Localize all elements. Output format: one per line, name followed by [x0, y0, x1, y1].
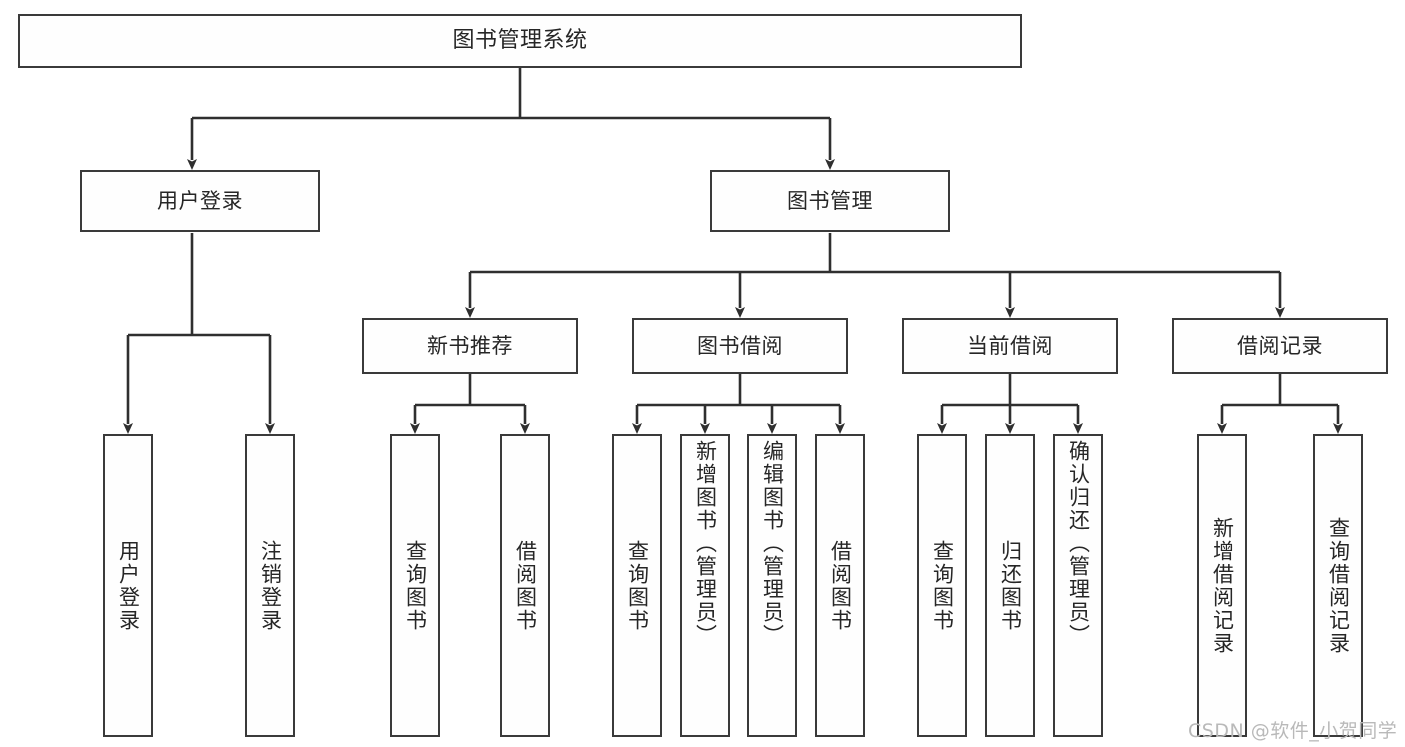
leaf-br-query-record[interactable]: 查询借阅记录: [1313, 434, 1363, 737]
node-new-book-recommend[interactable]: 新书推荐: [362, 318, 578, 374]
node-label: 归还图书: [998, 539, 1023, 632]
leaf-bb-query-book[interactable]: 查询图书: [612, 434, 662, 737]
node-label: 当前借阅: [967, 333, 1053, 358]
node-label: 借阅图书: [828, 539, 853, 632]
node-label: 图书管理: [787, 188, 873, 213]
node-label: 注销登录: [258, 539, 283, 632]
leaf-cb-query-book[interactable]: 查询图书: [917, 434, 967, 737]
node-label: 图书借阅: [697, 333, 783, 358]
node-book-management[interactable]: 图书管理: [710, 170, 950, 232]
node-label: 借阅记录: [1237, 333, 1323, 358]
leaf-bb-borrow-book[interactable]: 借阅图书: [815, 434, 865, 737]
leaf-nb-query-book[interactable]: 查询图书: [390, 434, 440, 737]
node-book-borrow[interactable]: 图书借阅: [632, 318, 848, 374]
node-label: 用户登录: [157, 188, 243, 213]
leaf-cb-confirm-return-admin[interactable]: 确认归还（管理员）: [1053, 434, 1103, 737]
node-label: 新增图书（管理员）: [693, 440, 718, 647]
node-current-borrow[interactable]: 当前借阅: [902, 318, 1118, 374]
node-label: 查询图书: [403, 539, 428, 632]
node-label: 用户登录: [116, 539, 141, 632]
node-label: 新增借阅记录: [1210, 516, 1235, 655]
node-label: 图书管理系统: [452, 28, 588, 54]
node-user-login[interactable]: 用户登录: [80, 170, 320, 232]
node-label: 确认归还（管理员）: [1066, 440, 1091, 647]
leaf-bb-edit-book-admin[interactable]: 编辑图书（管理员）: [747, 434, 797, 737]
leaf-nb-borrow-book[interactable]: 借阅图书: [500, 434, 550, 737]
node-label: 借阅图书: [513, 539, 538, 632]
leaf-br-add-record[interactable]: 新增借阅记录: [1197, 434, 1247, 737]
leaf-bb-add-book-admin[interactable]: 新增图书（管理员）: [680, 434, 730, 737]
node-label: 编辑图书（管理员）: [760, 440, 785, 647]
leaf-user-login[interactable]: 用户登录: [103, 434, 153, 737]
node-borrow-record[interactable]: 借阅记录: [1172, 318, 1388, 374]
node-label: 查询借阅记录: [1326, 516, 1351, 655]
node-label: 新书推荐: [427, 333, 513, 358]
leaf-logout[interactable]: 注销登录: [245, 434, 295, 737]
node-label: 查询图书: [625, 539, 650, 632]
node-label: 查询图书: [930, 539, 955, 632]
leaf-cb-return-book[interactable]: 归还图书: [985, 434, 1035, 737]
node-root-book-management-system[interactable]: 图书管理系统: [18, 14, 1022, 68]
